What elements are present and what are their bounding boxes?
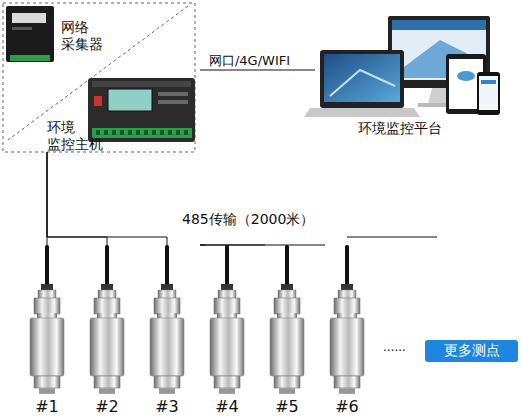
node-label: #6 [335,397,359,416]
node-text: #5 [265,397,309,416]
node-label: #1 [35,397,59,416]
sensor-node: #5 [265,245,309,419]
node-label: 网络采集器 [61,19,103,52]
sensor-drawing [270,245,304,394]
more-points-button: 更多测点 [425,340,518,362]
connector-line [47,152,107,245]
node-label: #2 [95,397,119,416]
collector-device [6,6,54,62]
edge-label: 网口/4G/WIFI [209,52,290,70]
group-outline [3,3,195,152]
node-text: 网络采集器 [61,19,106,53]
bus-label: 485传输（2000米） [182,211,314,229]
connector-line [200,245,265,246]
sensor-node: #4 [205,245,249,419]
node-label: 环境监控主机 [47,119,103,152]
node-label: 更多测点 [444,342,500,358]
collector-node: 网络采集器 [5,5,95,67]
sensor-drawing [90,245,124,394]
node-text: #4 [205,397,249,416]
node-text: #3 [145,397,189,416]
sensor-drawing [330,245,364,394]
node-label: 环境监控平台 [358,120,442,136]
sensor-illustrations [30,245,364,394]
sensor-node: #3 [145,245,189,419]
line-break-spacer [92,19,106,34]
sensor-drawing [30,245,64,394]
bus-extension [347,237,437,238]
node-text: #2 [85,397,129,416]
host-device [88,78,195,142]
node-text: 环境监控平台 [345,120,455,137]
connector-line [47,152,167,245]
connector-line [200,70,315,71]
node-label: #3 [155,397,179,416]
connector-line [200,245,205,246]
node-text: 更多测点 [425,342,518,359]
node-label: #5 [275,397,299,416]
connector-line [200,245,325,246]
node-text: #1 [25,397,69,416]
sensor-node: #2 [85,245,129,419]
sensor-node: #6 [325,245,369,419]
host-node: 环境监控主机 [40,65,200,152]
node-label: #4 [215,397,239,416]
platform-node: 环境监控平台 [315,15,515,140]
node-text: 环境监控主机 [47,119,105,153]
line-break-spacer [77,119,105,134]
sensor-node: #1 [25,245,69,419]
platform-devices [304,16,500,117]
sensor-drawing [210,245,244,394]
connector-line [47,152,48,245]
ellipsis: ...... [383,340,406,354]
sensor-drawing [150,245,184,394]
node-text: #6 [325,397,369,416]
